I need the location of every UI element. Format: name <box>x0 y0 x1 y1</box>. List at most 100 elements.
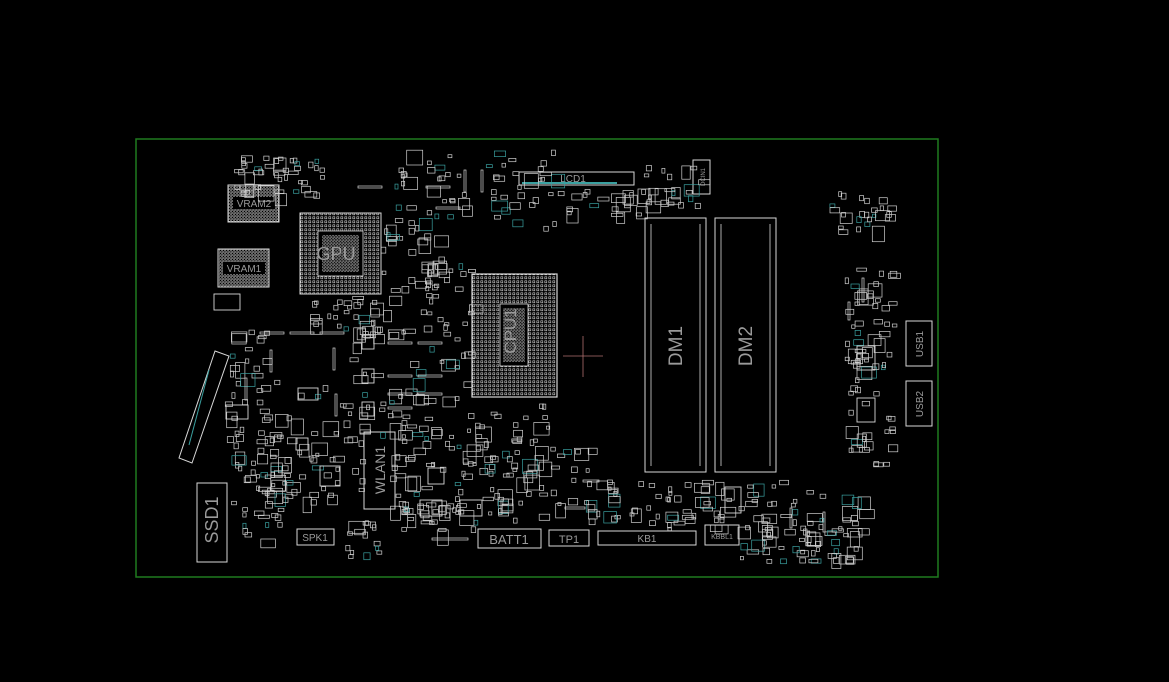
smd-component <box>287 170 299 175</box>
touchpad-connector[interactable]: TP1 <box>548 529 590 547</box>
ssd-connector[interactable]: SSD1 <box>196 482 228 563</box>
smd-component <box>867 283 883 298</box>
smd-component <box>460 271 467 277</box>
smd-component <box>339 403 347 408</box>
smd-component <box>349 357 359 363</box>
smd-component <box>571 466 578 473</box>
smd-component <box>889 426 896 431</box>
smd-component <box>254 166 262 171</box>
smd-component <box>270 462 283 478</box>
battery-connector[interactable]: BATT1 <box>477 528 542 549</box>
smd-component <box>439 466 447 473</box>
lcd-connector[interactable]: LCD1 <box>518 171 635 186</box>
smd-component <box>425 280 433 285</box>
smd-component <box>596 480 608 491</box>
cpu-chip[interactable]: CPU1 <box>471 273 558 398</box>
smd-component <box>648 483 656 488</box>
smd-component <box>524 474 540 491</box>
smd-component <box>390 475 397 483</box>
smd-component <box>819 493 827 499</box>
smd-component <box>539 492 549 497</box>
smd-component <box>458 263 464 270</box>
smd-component <box>454 286 464 292</box>
smd-component <box>358 314 370 325</box>
dm1-slot[interactable]: DM1 <box>644 217 707 473</box>
smd-component <box>771 500 777 507</box>
smd-component <box>831 528 844 533</box>
smd-component <box>264 501 273 509</box>
smd-component <box>884 429 890 434</box>
smd-component <box>420 309 427 316</box>
smd-component <box>391 464 398 471</box>
smd-component <box>665 496 670 502</box>
smd-component <box>417 505 430 515</box>
smd-component <box>841 212 846 218</box>
smd-component <box>668 486 673 493</box>
smd-component <box>766 559 773 564</box>
smd-component <box>372 524 377 531</box>
smd-component <box>358 440 364 447</box>
smd-component <box>808 558 819 564</box>
smd-component <box>596 510 601 518</box>
smd-component <box>431 500 447 515</box>
smd-component <box>458 198 471 210</box>
smd-component <box>852 497 862 509</box>
smd-component <box>806 490 814 495</box>
smd-component <box>309 455 314 462</box>
smd-component <box>441 358 456 372</box>
smd-component <box>380 432 386 439</box>
usb1-label: USB1 <box>915 331 926 358</box>
vram1-chip[interactable]: VRAM1 <box>217 248 270 288</box>
speaker-connector[interactable]: SPK1 <box>296 528 335 546</box>
smd-component <box>403 328 416 334</box>
smd-component <box>394 183 399 190</box>
smd-component <box>475 445 481 452</box>
resistor-bar <box>387 392 413 396</box>
smd-component <box>587 447 598 455</box>
smd-component <box>431 284 438 291</box>
usb2-port[interactable]: USB2 <box>905 380 933 427</box>
wlan-module[interactable]: WLAN1 <box>363 431 396 510</box>
smd-component <box>257 454 269 465</box>
smd-component <box>494 493 500 500</box>
smd-component <box>427 167 436 174</box>
smd-component <box>854 330 861 336</box>
smd-component <box>714 517 719 524</box>
smd-component <box>529 439 535 446</box>
smd-component <box>861 401 870 407</box>
smd-component <box>294 161 300 166</box>
smd-component <box>398 167 404 173</box>
smd-component <box>694 482 710 493</box>
smd-component <box>509 202 521 210</box>
smd-component <box>638 481 644 487</box>
smd-component <box>655 513 660 520</box>
gpu-chip[interactable]: GPU <box>299 212 382 295</box>
smd-component <box>313 192 320 199</box>
smd-component <box>447 154 453 159</box>
smd-component <box>818 524 824 530</box>
smd-component <box>402 172 408 178</box>
smd-component <box>831 539 840 547</box>
smd-component <box>740 556 744 561</box>
smd-component <box>384 228 389 235</box>
vram2-chip[interactable]: VRAM2 <box>227 184 280 223</box>
smd-component <box>456 173 462 178</box>
smd-component <box>443 331 452 337</box>
ssd-slot-bracket <box>178 350 230 464</box>
smd-component <box>811 550 816 557</box>
smd-component <box>438 175 446 182</box>
cpu-label: CPU1 <box>501 308 520 353</box>
smd-component <box>256 399 264 406</box>
smd-component <box>426 502 437 508</box>
smd-component <box>426 293 433 299</box>
dm2-slot[interactable]: DM2 <box>714 217 777 473</box>
keyboard-connector[interactable]: KB1 <box>597 530 697 546</box>
smd-component <box>415 394 425 406</box>
smd-component <box>597 196 610 202</box>
usb1-port[interactable]: USB1 <box>905 320 933 367</box>
smd-component <box>856 366 873 380</box>
smd-component <box>611 206 619 212</box>
dcin-connector[interactable]: DCIN1 <box>692 159 711 195</box>
smd-component <box>864 441 874 451</box>
smd-component <box>668 491 673 496</box>
